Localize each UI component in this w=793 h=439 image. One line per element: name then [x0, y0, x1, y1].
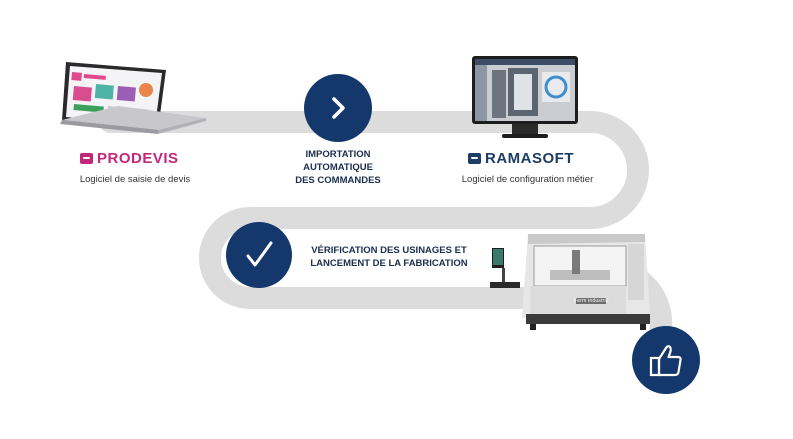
- chevron-right-icon: [332, 97, 345, 119]
- verification-step-circle: [226, 222, 292, 288]
- ramasoft-brand-text: RAMASOFT: [485, 150, 574, 167]
- thumbs-up-icon: [649, 345, 682, 377]
- cnc-machine-image: [490, 234, 650, 330]
- ramasoft-logo: RAMASOFT: [468, 150, 574, 167]
- verification-line-1: VÉRIFICATION DES USINAGES ET: [311, 245, 467, 256]
- prodevis-mark-icon: [80, 153, 93, 164]
- ramasoft-caption: Logiciel de configuration métier: [461, 174, 594, 185]
- machine-label: Ferm industrie: [574, 298, 609, 304]
- import-line-1: IMPORTATION: [305, 149, 371, 160]
- prodevis-logo: PRODEVIS: [80, 150, 179, 167]
- ramasoft-mark-icon: [468, 153, 481, 164]
- prodevis-brand-text: PRODEVIS: [97, 150, 179, 167]
- monitor-image: [472, 56, 578, 138]
- verification-step-label: VÉRIFICATION DES USINAGES ET LANCEMENT D…: [294, 244, 484, 270]
- import-step-label: IMPORTATION AUTOMATIQUE DES COMMANDES: [270, 148, 406, 187]
- checkmark-icon: [246, 241, 273, 267]
- import-line-2: AUTOMATIQUE: [303, 162, 373, 173]
- import-line-3: DES COMMANDES: [295, 175, 381, 186]
- import-step-circle: [304, 74, 372, 142]
- completion-step-circle: [632, 326, 700, 394]
- laptop-image: [60, 62, 206, 134]
- verification-line-2: LANCEMENT DE LA FABRICATION: [310, 258, 468, 269]
- prodevis-caption: Logiciel de saisie de devis: [79, 174, 191, 185]
